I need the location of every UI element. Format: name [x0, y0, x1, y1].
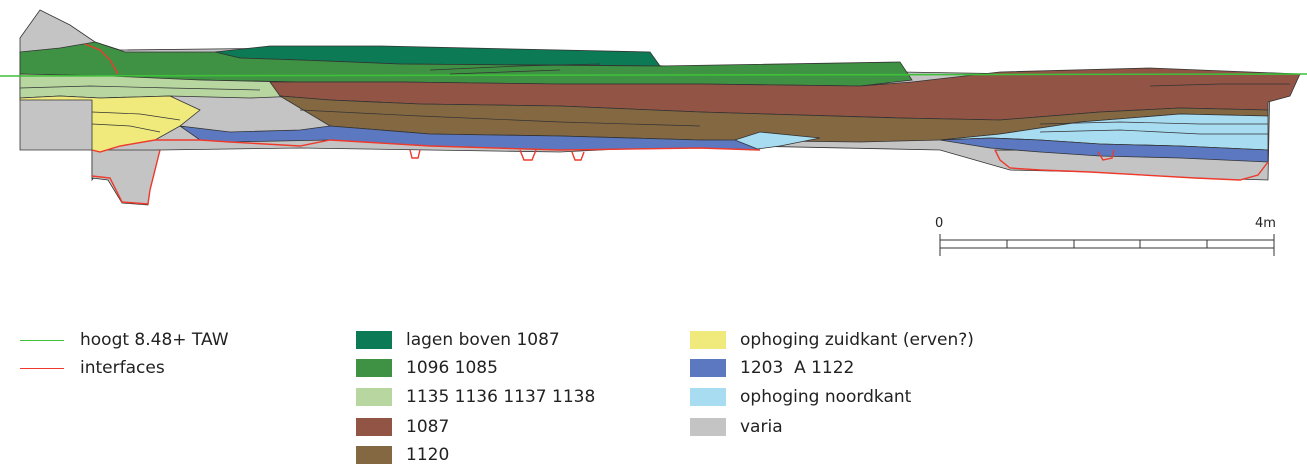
legend-swatch [356, 388, 392, 406]
legend-swatch [356, 359, 392, 377]
legend-swatch [690, 359, 726, 377]
section-profile-drawing [0, 9, 1307, 256]
legend-swatch [690, 418, 726, 436]
legend-item-label: ophoging noordkant [740, 387, 912, 407]
legend-item-label: ophoging zuidkant (erven?) [740, 330, 974, 350]
legend-red-line-swatch [20, 367, 64, 369]
legend-item-ophoging-noordkant: ophoging noordkant [690, 386, 911, 408]
legend-swatch [356, 331, 392, 349]
legend-item-label: 1096 1085 [406, 358, 498, 378]
reference-height-line [0, 73, 1307, 77]
legend-item-interfaces: interfaces [20, 357, 165, 379]
scale-start-label: 0 [935, 216, 944, 231]
legend-item-label: 1203 A 1122 [740, 358, 855, 378]
legend-item-label: hoogt 8.48+ TAW [80, 330, 229, 350]
legend-item-1087: 1087 [356, 416, 449, 438]
legend-item-1096-1085: 1096 1085 [356, 357, 498, 379]
legend-swatch [690, 388, 726, 406]
legend-item-label: 1135 1136 1137 1138 [406, 387, 596, 407]
legend-swatch [690, 331, 726, 349]
scale-end-label: 4m [1255, 216, 1276, 231]
legend-item-lagen-boven-1087: lagen boven 1087 [356, 329, 560, 351]
interface-lines [84, 43, 1269, 205]
legend-item-label: 1120 [406, 445, 450, 465]
layer-1203-a-1122 [179, 125, 761, 151]
legend-item-1135-1138: 1135 1136 1137 1138 [356, 386, 595, 408]
legend-item-label: lagen boven 1087 [406, 330, 560, 350]
legend-swatch [356, 446, 392, 464]
legend-item-label: 1087 [406, 417, 450, 437]
legend-item-1203-a-1122: 1203 A 1122 [690, 357, 854, 379]
legend-item-label: varia [740, 417, 783, 437]
scale-bar [939, 234, 1275, 256]
legend-item-ophoging-zuidkant: ophoging zuidkant (erven?) [690, 329, 974, 351]
legend-green-line-swatch [20, 339, 64, 341]
layer-1203-a-1122-right [939, 137, 1269, 163]
internal-layer-lines [19, 63, 1290, 135]
legend-item-reference-line: hoogt 8.48+ TAW [20, 329, 229, 351]
legend-item-label: interfaces [80, 358, 165, 378]
legend-item-varia: varia [690, 416, 783, 438]
legend-swatch [356, 418, 392, 436]
legend-item-1120: 1120 [356, 444, 449, 466]
